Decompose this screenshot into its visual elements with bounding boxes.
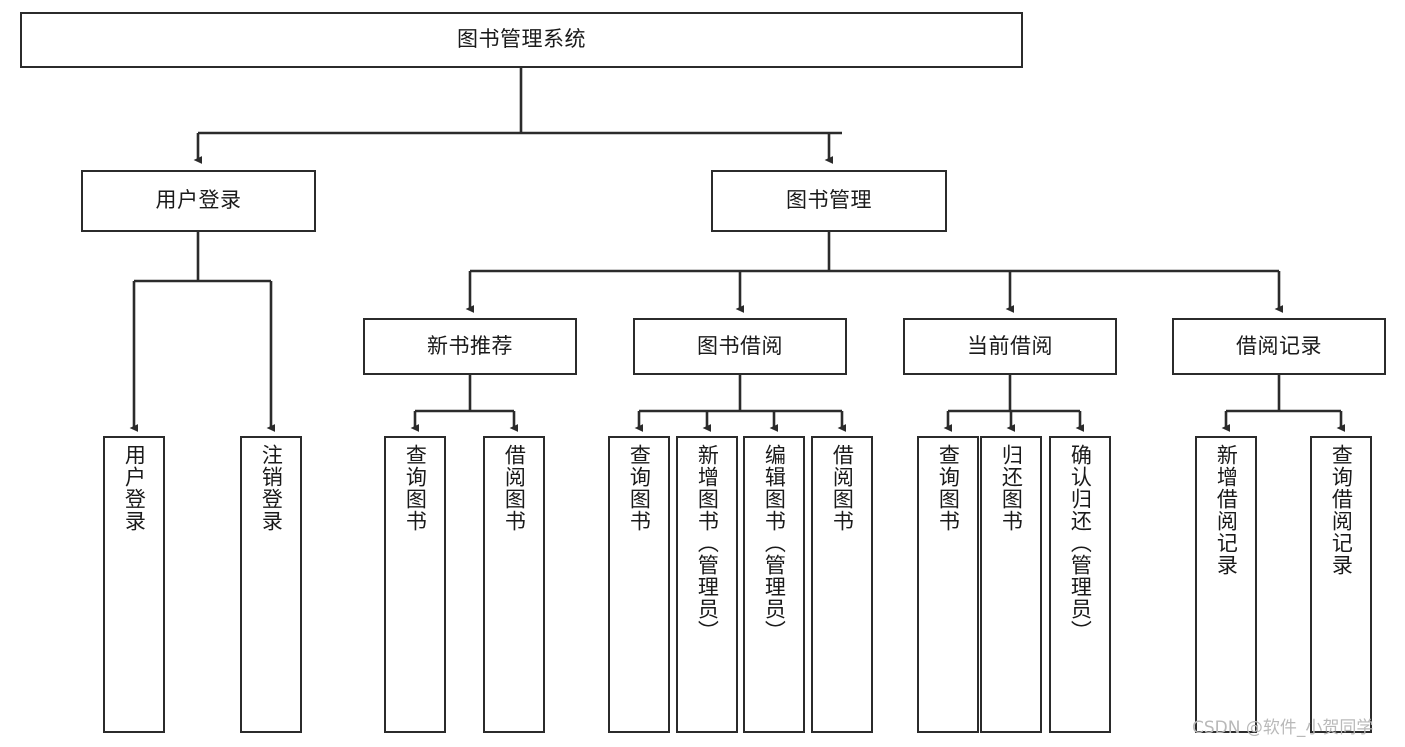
csdn-watermark: CSDN @软件_小贺同学 [1192, 718, 1374, 738]
node-root-label: 图书管理系统 [457, 27, 586, 52]
node-book-manage-label: 图书管理 [786, 188, 872, 213]
node-book-borrow[interactable]: 图书借阅 [633, 318, 847, 375]
leaf-borrow-borrow-book[interactable]: 借阅图书 [811, 436, 873, 733]
leaf-current-confirm-return[interactable]: 确认归还（管理员） [1049, 436, 1111, 733]
leaf-newbook-borrow-book[interactable]: 借阅图书 [483, 436, 545, 733]
leaf-borrow-borrow-book-label: 借阅图书 [830, 444, 855, 532]
leaf-borrow-query-book-label: 查询图书 [627, 444, 652, 532]
node-borrow-record-label: 借阅记录 [1236, 333, 1322, 358]
leaf-user-logout-label: 注销登录 [259, 444, 284, 532]
leaf-record-add-record[interactable]: 新增借阅记录 [1195, 436, 1257, 733]
leaf-borrow-edit-book-label: 编辑图书（管理员） [762, 444, 787, 642]
leaf-newbook-borrow-book-label: 借阅图书 [502, 444, 527, 532]
node-new-book-recommend-label: 新书推荐 [427, 333, 513, 358]
leaf-borrow-add-book[interactable]: 新增图书（管理员） [676, 436, 738, 733]
node-book-borrow-label: 图书借阅 [697, 333, 783, 358]
leaf-user-login[interactable]: 用户登录 [103, 436, 165, 733]
leaf-user-login-label: 用户登录 [122, 444, 147, 532]
node-root[interactable]: 图书管理系统 [20, 12, 1023, 68]
node-current-borrow-label: 当前借阅 [967, 333, 1053, 358]
leaf-current-query-book[interactable]: 查询图书 [917, 436, 979, 733]
node-user-login[interactable]: 用户登录 [81, 170, 316, 232]
leaf-newbook-query-book[interactable]: 查询图书 [384, 436, 446, 733]
leaf-newbook-query-book-label: 查询图书 [403, 444, 428, 532]
leaf-borrow-add-book-label: 新增图书（管理员） [695, 444, 720, 642]
node-user-login-label: 用户登录 [155, 188, 242, 213]
leaf-record-query-record-label: 查询借阅记录 [1329, 444, 1354, 576]
node-book-manage[interactable]: 图书管理 [711, 170, 947, 232]
leaf-borrow-edit-book[interactable]: 编辑图书（管理员） [743, 436, 805, 733]
leaf-user-logout[interactable]: 注销登录 [240, 436, 302, 733]
leaf-current-return-book[interactable]: 归还图书 [980, 436, 1042, 733]
leaf-borrow-query-book[interactable]: 查询图书 [608, 436, 670, 733]
leaf-current-return-book-label: 归还图书 [999, 444, 1024, 532]
leaf-record-query-record[interactable]: 查询借阅记录 [1310, 436, 1372, 733]
node-borrow-record[interactable]: 借阅记录 [1172, 318, 1386, 375]
node-new-book-recommend[interactable]: 新书推荐 [363, 318, 577, 375]
leaf-current-confirm-return-label: 确认归还（管理员） [1068, 444, 1093, 642]
node-current-borrow[interactable]: 当前借阅 [903, 318, 1117, 375]
leaf-record-add-record-label: 新增借阅记录 [1214, 444, 1239, 576]
leaf-current-query-book-label: 查询图书 [936, 444, 961, 532]
